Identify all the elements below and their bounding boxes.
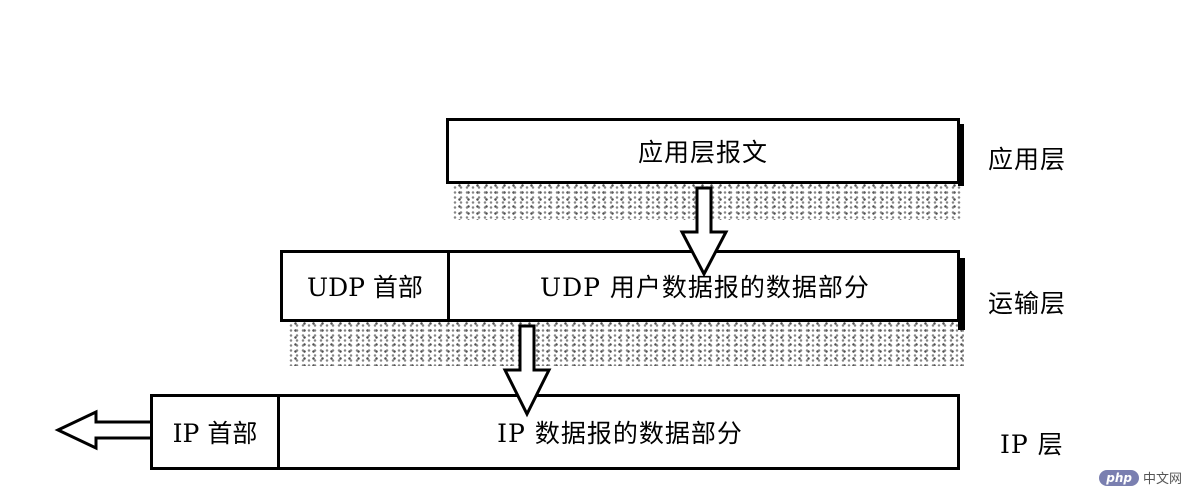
down-arrow-transport-to-ip bbox=[502, 324, 552, 418]
ip-header-label: IP 首部 bbox=[172, 419, 258, 448]
ip-data-label: IP 数据报的数据部分 bbox=[497, 419, 743, 448]
watermark-site-text: 中文网 bbox=[1142, 472, 1182, 487]
udp-header-label: UDP 首部 bbox=[307, 273, 423, 302]
transport-layer-name: 运输层 bbox=[988, 289, 1067, 318]
watermark-logo: php bbox=[1099, 469, 1139, 486]
ip-header-cell: IP 首部 bbox=[150, 394, 280, 470]
udp-header-cell: UDP 首部 bbox=[280, 250, 450, 322]
application-message-box: 应用层报文 bbox=[446, 118, 960, 184]
watermark: php 中文网 bbox=[1099, 468, 1182, 487]
udp-datagram-shadow bbox=[288, 318, 964, 366]
down-arrow-application-to-transport bbox=[679, 186, 729, 278]
application-layer-name: 应用层 bbox=[988, 145, 1067, 174]
udp-data-label: UDP 用户数据报的数据部分 bbox=[540, 273, 870, 302]
left-arrow-ip-out bbox=[54, 409, 150, 451]
application-message-label: 应用层报文 bbox=[637, 138, 768, 167]
udp-datagram-shadow-edge bbox=[958, 258, 965, 330]
ip-layer-name: IP 层 bbox=[1000, 430, 1064, 459]
application-message-shadow-edge bbox=[958, 124, 964, 186]
